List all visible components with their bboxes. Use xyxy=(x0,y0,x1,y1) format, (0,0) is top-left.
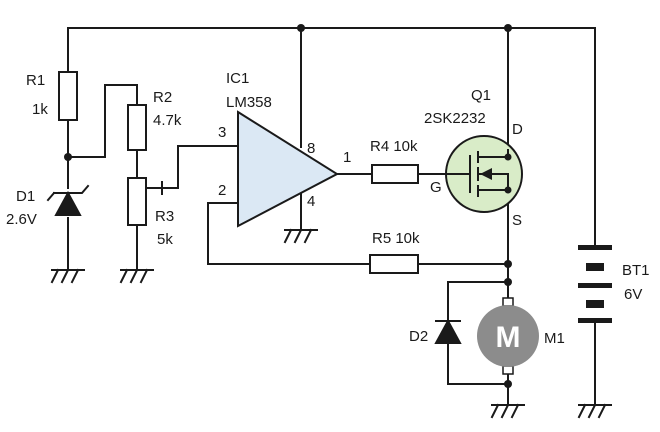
r2-value: 4.7k xyxy=(153,112,182,129)
zener-diode-d1 xyxy=(46,184,90,216)
q1-gate-label: G xyxy=(430,179,442,196)
ic1-pin-3: 3 xyxy=(218,124,226,141)
potentiometer-r3 xyxy=(127,177,163,226)
d2-ref: D2 xyxy=(409,328,428,345)
r5-label: R5 10k xyxy=(372,230,420,247)
mosfet-q1 xyxy=(445,135,523,213)
resistor-r2 xyxy=(127,104,147,151)
battery-plate-short xyxy=(586,263,604,271)
junction-dot xyxy=(504,186,512,194)
labels: R1 1k R2 4.7k R3 5k D1 2.6V IC1 LM358 3 … xyxy=(6,70,650,347)
r1-ref: R1 xyxy=(26,72,45,89)
r3-value: 5k xyxy=(157,231,173,248)
junctions xyxy=(64,24,512,388)
bt1-ref: BT1 xyxy=(622,262,650,279)
q1-value: 2SK2232 xyxy=(424,110,486,127)
r3-ref: R3 xyxy=(155,208,174,225)
opamp-ic1 xyxy=(237,110,340,228)
wire-d2-top xyxy=(447,281,509,321)
ic1-pin-2: 2 xyxy=(218,182,226,199)
m1-ref: M1 xyxy=(544,330,565,347)
r1-value: 1k xyxy=(32,101,48,118)
bt1-value: 6V xyxy=(624,286,642,303)
junction-dot xyxy=(504,380,512,388)
q1-source-label: S xyxy=(512,212,522,229)
ground-icon xyxy=(490,403,525,419)
mosfet-arrow-icon xyxy=(480,168,492,180)
motor-m1: M xyxy=(477,297,539,375)
q1-drain-label: D xyxy=(512,121,523,138)
junction-dot xyxy=(504,278,512,286)
r4-label: R4 10k xyxy=(370,138,418,155)
battery-plate-short xyxy=(586,300,604,308)
d1-value: 2.6V xyxy=(6,211,37,228)
battery-plate-long xyxy=(578,283,612,288)
ic1-pin-8: 8 xyxy=(307,140,315,157)
battery-plate-long xyxy=(578,245,612,250)
junction-dot xyxy=(504,24,512,32)
d1-ref: D1 xyxy=(16,188,35,205)
junction-dot xyxy=(297,24,305,32)
battery-bt1 xyxy=(578,245,612,323)
q1-ref: Q1 xyxy=(471,87,491,104)
wire-minus-r5 xyxy=(207,202,371,265)
resistor-r1 xyxy=(58,71,78,121)
junction-dot xyxy=(504,260,512,268)
ground-icon xyxy=(577,403,612,419)
battery-plate-long xyxy=(578,318,612,323)
ic1-pin-1: 1 xyxy=(343,149,351,166)
diode-d2 xyxy=(434,318,462,344)
resistor-r4 xyxy=(371,164,419,184)
r2-ref: R2 xyxy=(153,89,172,106)
wires xyxy=(67,27,596,406)
resistor-r5 xyxy=(369,254,419,274)
ground-icon xyxy=(119,268,154,284)
junction-dot xyxy=(504,153,512,161)
wire-node-r2 xyxy=(67,84,138,158)
ground-symbols xyxy=(50,228,612,419)
ground-icon xyxy=(283,228,318,244)
ic1-ref: IC1 xyxy=(226,70,249,87)
wire-wiper-plus xyxy=(161,145,239,189)
ground-icon xyxy=(50,268,85,284)
motor-symbol-label: M xyxy=(496,321,521,354)
junction-dot xyxy=(64,153,72,161)
ic1-pin-4: 4 xyxy=(307,193,315,210)
ic1-value: LM358 xyxy=(226,94,272,111)
wire-d2-bottom xyxy=(447,342,509,385)
